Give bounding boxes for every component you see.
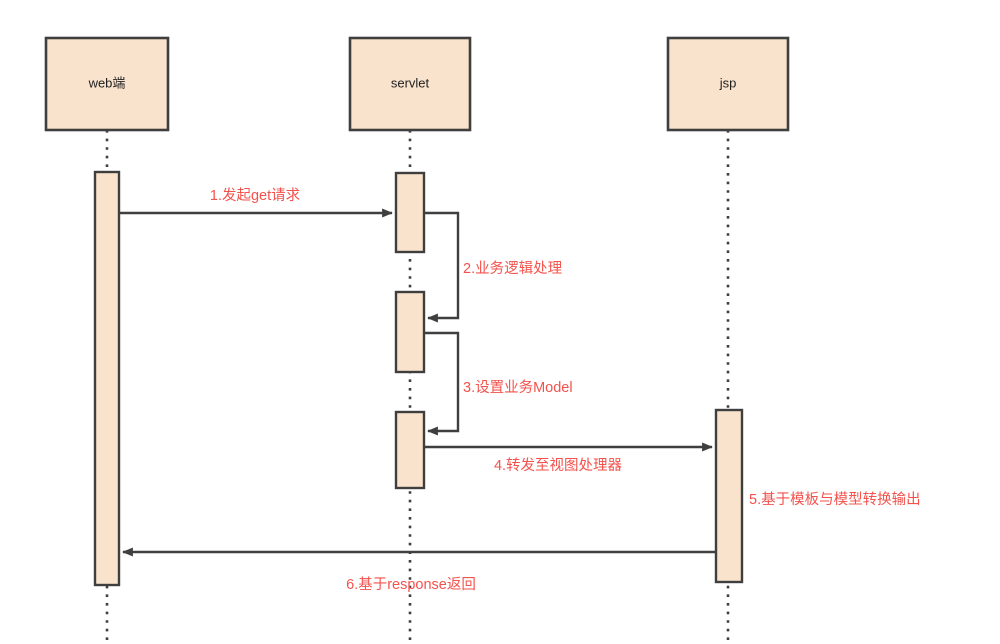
message-label-2: 2.业务逻辑处理 [463,260,563,277]
activation-bar-servlet-1 [394,171,426,254]
activation-bars [93,170,744,587]
participant-label-jsp: jsp [719,75,737,90]
message-labels: 1.发起get请求 2.业务逻辑处理 3.设置业务Model 4.转发至视图处理器 5.… [210,187,921,593]
activation-bar-web [93,170,121,587]
participant-boxes: web端 servlet jsp [44,36,790,132]
message-label-6: 6.基于response返回 [346,576,476,593]
participant-box-servlet [348,36,472,132]
participant-label-web: web端 [88,75,126,90]
participant-label-servlet: servlet [391,75,430,90]
activation-bar-jsp [714,408,744,584]
participant-box-web [44,36,170,132]
self-message-loop-3 [424,331,460,436]
activation-bar-servlet-2 [394,290,426,374]
message-label-5: 5.基于模板与模型转换输出 [749,490,921,508]
participant-servlet[interactable]: servlet [348,36,472,132]
message-label-1: 1.发起get请求 [210,187,301,204]
message-label-4: 4.转发至视图处理器 [494,457,623,474]
self-message-loop-2 [424,211,460,323]
participant-web[interactable]: web端 [44,36,170,132]
message-arrows [119,208,716,557]
message-label-3: 3.设置业务Model [463,379,573,396]
participant-jsp[interactable]: jsp [666,36,790,132]
activation-bar-servlet-3 [394,410,426,490]
participant-box-jsp [666,36,790,132]
